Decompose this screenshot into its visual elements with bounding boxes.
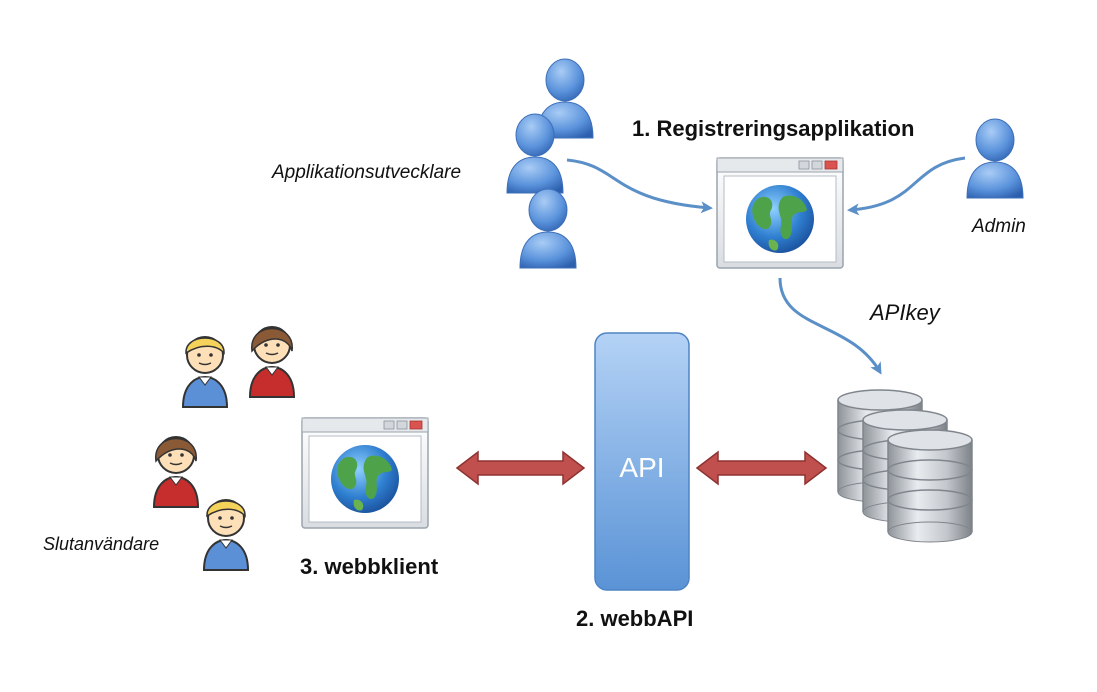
developers-to-app-arrow bbox=[566, 158, 713, 214]
web-client-title: 3. webbklient bbox=[300, 554, 439, 579]
admin-person-icon bbox=[966, 118, 1024, 199]
web-api-title: 2. webbAPI bbox=[576, 606, 694, 631]
registration-app-title: 1. Registreringsapplikation bbox=[632, 116, 915, 141]
end-user-brunette-icon bbox=[248, 326, 296, 398]
api-box-label: API bbox=[619, 452, 665, 483]
app-to-database-apikey-arrow bbox=[778, 277, 882, 375]
database-icon bbox=[837, 389, 973, 543]
admin-label: Admin bbox=[972, 216, 1026, 237]
end-user-brunette-icon bbox=[152, 436, 200, 508]
apikey-label: APIkey bbox=[870, 300, 940, 325]
web-client-window-icon bbox=[301, 417, 429, 529]
admin-to-app-arrow bbox=[847, 156, 966, 216]
api-database-double-arrow bbox=[695, 450, 828, 486]
end-user-blonde-icon bbox=[202, 499, 250, 571]
end-user-blonde-icon bbox=[181, 336, 229, 408]
developer-person-icon bbox=[519, 188, 577, 269]
developers-label: Applikationsutvecklare bbox=[272, 162, 462, 183]
api-box bbox=[594, 332, 690, 591]
client-api-double-arrow bbox=[455, 450, 586, 486]
end-users-label: Slutanvändare bbox=[43, 534, 160, 554]
end-users-icon-group bbox=[152, 326, 296, 571]
registration-app-window-icon bbox=[716, 157, 844, 269]
